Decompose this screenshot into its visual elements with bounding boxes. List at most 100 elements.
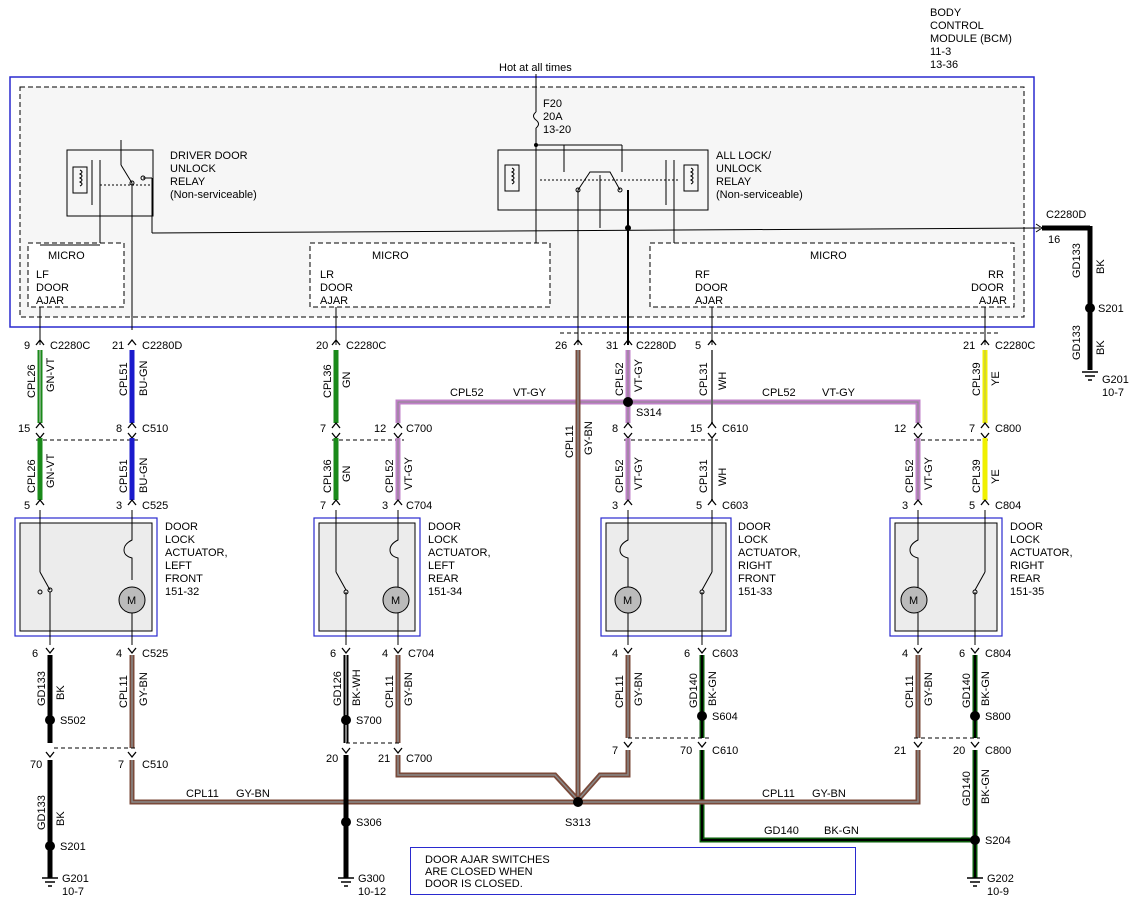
svg-text:BK-GN: BK-GN (980, 769, 992, 804)
splice-s313: S313 (565, 817, 591, 829)
wire-gd133-label: GD133 (1071, 243, 1083, 278)
svg-text:CPL31: CPL31 (698, 459, 710, 493)
svg-text:BK: BK (55, 811, 67, 826)
lf-wiring: CPL26 GN-VT CPL51 BU-GN 15 8 C510 CPL26 … (18, 350, 168, 512)
svg-text:BK-GN: BK-GN (980, 671, 992, 706)
svg-text:C610: C610 (722, 423, 748, 435)
svg-text:BK-GN: BK-GN (824, 825, 859, 837)
svg-text:CPL11: CPL11 (564, 425, 576, 458)
actuator-rr-label: DOOR LOCK ACTUATOR, RIGHT REAR 151-35 (1010, 521, 1076, 598)
svg-text:12: 12 (374, 423, 386, 435)
lr-wiring: CPL36 GN 7 12 C700 CPL36 GN CPL52 VT-GY … (320, 350, 432, 512)
actuator-rf-label: DOOR LOCK ACTUATOR, RIGHT FRONT 151-33 (738, 521, 804, 598)
svg-text:5: 5 (695, 340, 701, 352)
svg-text:GY-BN: GY-BN (403, 672, 415, 706)
svg-text:CPL11: CPL11 (614, 675, 626, 708)
svg-text:BK: BK (55, 685, 67, 700)
all-relay-label: ALL LOCK/ UNLOCK RELAY (Non-serviceable) (716, 150, 803, 201)
driver-relay-box (66, 149, 154, 217)
svg-text:5: 5 (24, 500, 30, 512)
rf-wiring: CPL31 WH 8 15 C610 CPL52 VT-GY CPL31 WH … (612, 350, 748, 512)
svg-text:CPL52: CPL52 (384, 459, 396, 493)
svg-text:C510: C510 (142, 423, 168, 435)
svg-text:CPL52: CPL52 (614, 362, 626, 396)
svg-text:GD140: GD140 (688, 673, 700, 708)
lf-lower-wiring: 6 4 C525 S502 GD133 BK CPL11 GY-BN 70 7 … (30, 647, 578, 898)
svg-text:CPL11: CPL11 (186, 788, 219, 800)
ground-g201-right: G201 10-7 (1102, 374, 1132, 399)
lf-door-ajar-label: LF DOOR AJAR (36, 269, 72, 307)
svg-text:4: 4 (612, 648, 618, 660)
svg-text:GY-BN: GY-BN (923, 672, 935, 706)
svg-text:C700: C700 (406, 753, 432, 765)
ground-g201-left: G201 10-7 (62, 873, 92, 898)
svg-text:4: 4 (116, 648, 122, 660)
svg-text:S204: S204 (985, 835, 1011, 847)
svg-text:C800: C800 (995, 423, 1021, 435)
micro-box-lr (309, 242, 551, 308)
fuse-symbol (533, 111, 539, 129)
fuse-label: F20 20A 13-20 (543, 98, 571, 136)
svg-text:GD140: GD140 (961, 771, 973, 806)
splice-s314: S314 (636, 407, 662, 419)
svg-text:7: 7 (118, 759, 124, 771)
svg-text:7: 7 (320, 423, 326, 435)
svg-text:GY-BN: GY-BN (812, 788, 846, 800)
rr-lower-wiring: 4 6 C804 CPL11 GY-BN S800 GD140 BK-GN 21… (578, 647, 1017, 898)
svg-text:C525: C525 (142, 500, 168, 512)
svg-text:S201: S201 (60, 841, 86, 853)
door-ajar-note: DOOR AJAR SWITCHES ARE CLOSED WHEN DOOR … (410, 847, 856, 895)
svg-text:4: 4 (382, 648, 388, 660)
svg-text:C2280C: C2280C (50, 340, 90, 352)
svg-text:C804: C804 (985, 648, 1011, 660)
svg-text:CPL51: CPL51 (118, 459, 130, 493)
svg-text:7: 7 (320, 500, 326, 512)
lr-door-ajar-label: LR DOOR AJAR (320, 269, 356, 307)
actuator-right-rear: M DOOR LOCK ACTUATOR, RIGHT REAR 151-35 (889, 510, 1076, 645)
svg-text:BU-GN: BU-GN (138, 361, 150, 397)
svg-text:CPL26: CPL26 (26, 459, 38, 493)
svg-text:C510: C510 (142, 759, 168, 771)
svg-text:M: M (909, 595, 918, 607)
actuator-lr-label: DOOR LOCK ACTUATOR, LEFT REAR 151-34 (428, 521, 494, 598)
note-line-2: ARE CLOSED WHEN (425, 866, 533, 878)
ground-g300: G300 10-12 (358, 873, 388, 898)
svg-text:3: 3 (612, 500, 618, 512)
svg-text:M: M (127, 595, 136, 607)
svg-text:C525: C525 (142, 648, 168, 660)
svg-text:CPL11: CPL11 (118, 675, 130, 708)
svg-text:CPL39: CPL39 (971, 459, 983, 493)
bcm-title: BODY CONTROL MODULE (BCM) 11-3 13-36 (930, 7, 1015, 71)
svg-text:GN: GN (341, 371, 353, 388)
header-connector-row: 9 C2280C 21 C2280D 20 C2280C 26 31 C2280… (24, 332, 1035, 352)
ground-g202: G202 10-9 (987, 873, 1017, 898)
wire-bk-label: BK (1095, 340, 1107, 355)
svg-text:C804: C804 (995, 500, 1021, 512)
svg-text:26: 26 (555, 340, 567, 352)
svg-text:CPL39: CPL39 (971, 362, 983, 396)
svg-text:GN: GN (341, 465, 353, 482)
svg-text:GD140: GD140 (764, 825, 799, 837)
wire-bk-label: BK (1095, 259, 1107, 274)
actuator-lf-label: DOOR LOCK ACTUATOR, LEFT FRONT 151-32 (165, 521, 231, 598)
svg-text:CPL11: CPL11 (762, 788, 795, 800)
svg-text:CPL52: CPL52 (614, 459, 626, 493)
svg-text:CPL52: CPL52 (904, 459, 916, 493)
conn-c2280d-right: C2280D (1046, 209, 1086, 221)
micro-box-right (649, 242, 1015, 308)
svg-text:5: 5 (969, 500, 975, 512)
svg-text:VT-GY: VT-GY (822, 387, 856, 399)
svg-text:C704: C704 (408, 648, 434, 660)
driver-relay-coil (72, 166, 88, 194)
svg-text:CPL26: CPL26 (26, 364, 38, 398)
all-relay-box (497, 149, 709, 211)
svg-text:6: 6 (684, 648, 690, 660)
svg-text:CPL52: CPL52 (450, 387, 484, 399)
svg-text:C610: C610 (712, 745, 738, 757)
note-line-3: DOOR IS CLOSED. (425, 878, 523, 890)
cpl52-bus: S314 CPL52 VT-GY CPL52 VT-GY CPL52 VT-GY (395, 350, 921, 423)
svg-text:S800: S800 (985, 711, 1011, 723)
svg-text:CPL52: CPL52 (762, 387, 796, 399)
svg-text:20: 20 (953, 745, 965, 757)
